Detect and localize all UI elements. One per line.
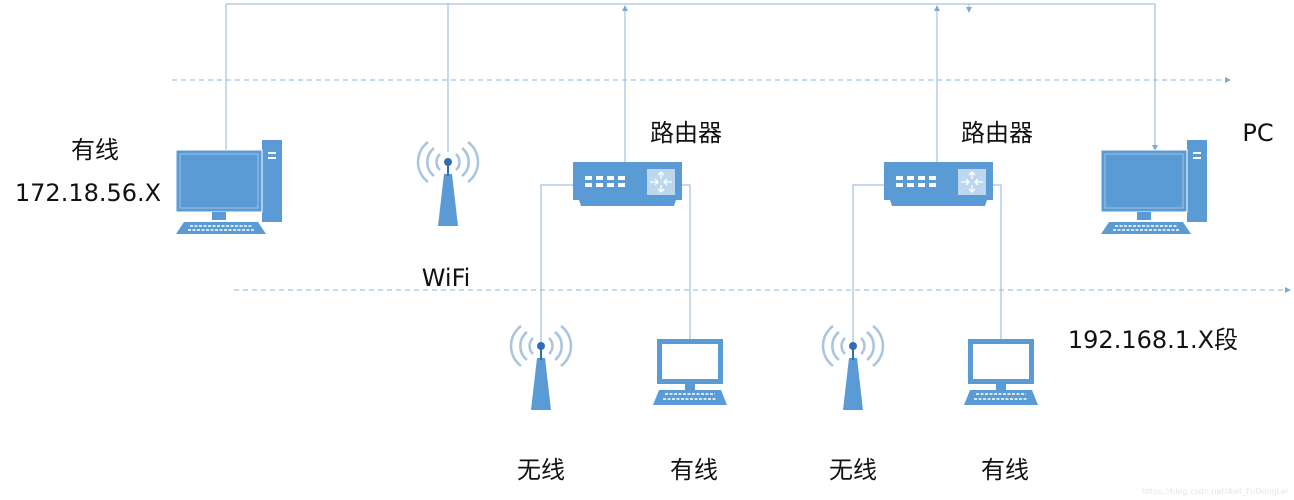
wired-label: 有线 xyxy=(670,456,718,484)
subnet-label: 192.168.1.X段 xyxy=(1067,326,1239,354)
router2-wired xyxy=(993,184,1004,371)
wifi-label: WiFi xyxy=(421,264,471,292)
pc-label: PC xyxy=(1242,119,1274,147)
router2-wireless xyxy=(852,184,884,350)
laptop-icon xyxy=(652,338,728,406)
left-wired-label: 有线 xyxy=(71,136,119,164)
router2-label: 路由器 xyxy=(961,119,1033,147)
laptop-icon xyxy=(963,338,1039,406)
left-ip-label: 172.18.56.X xyxy=(14,179,162,207)
router1-wireless xyxy=(540,184,573,350)
watermark: https://blog.csdn.net/Awt_FuDongLei xyxy=(1141,487,1288,496)
router1-wired xyxy=(682,184,693,371)
router-icon xyxy=(883,161,994,207)
router-icon xyxy=(572,161,683,207)
wired-label: 有线 xyxy=(981,456,1029,484)
wifi-antenna-icon xyxy=(416,140,480,228)
wireless-label: 无线 xyxy=(829,456,877,484)
wireless-label: 无线 xyxy=(517,456,565,484)
desktop-pc-icon xyxy=(175,139,283,235)
connection-lines xyxy=(225,3,1158,371)
router1-label: 路由器 xyxy=(650,119,722,147)
desktop-pc-icon xyxy=(1100,139,1208,235)
